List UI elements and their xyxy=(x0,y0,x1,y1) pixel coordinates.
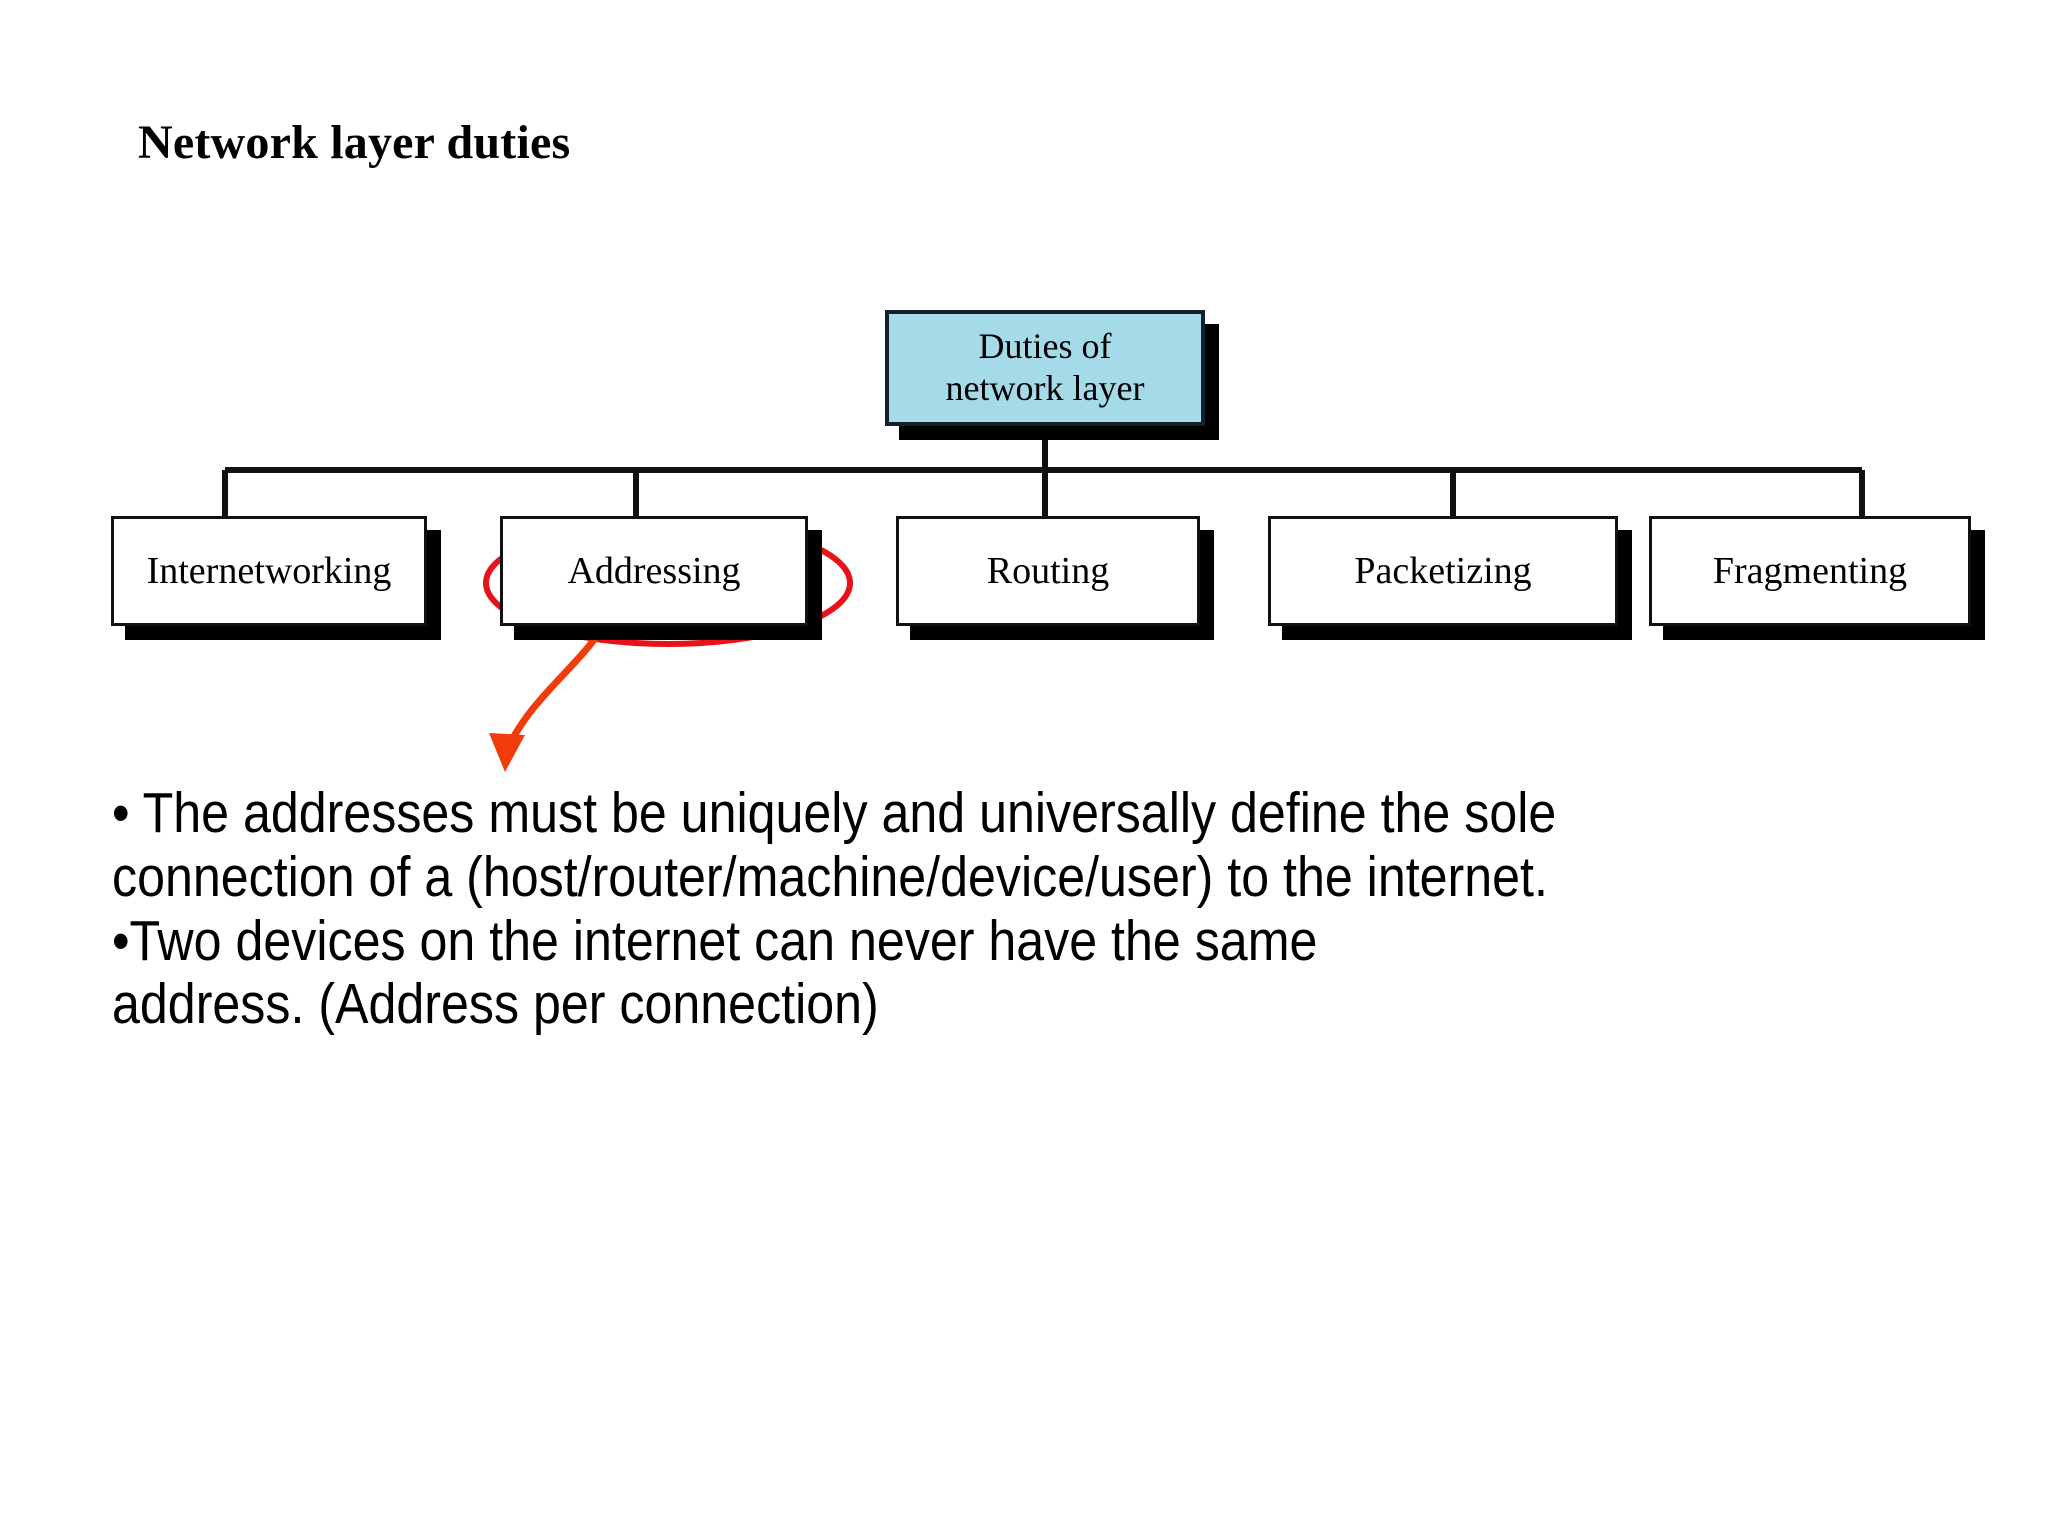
node-label: Addressing xyxy=(567,549,741,592)
bullet-paragraph-2: •Two devices on the internet can never h… xyxy=(112,908,1770,1038)
bullet-paragraph-1: • The addresses must be uniquely and uni… xyxy=(112,781,1557,909)
body-text-block: • The addresses must be uniquely and uni… xyxy=(112,781,1770,1038)
bullet-paragraph-2-line-2: address. (Address per connection) xyxy=(112,972,879,1037)
node-label: Packetizing xyxy=(1354,549,1532,592)
annotation-arrow-head xyxy=(489,733,525,772)
node-internetworking[interactable]: Internetworking xyxy=(111,516,427,626)
node-routing[interactable]: Routing xyxy=(896,516,1200,626)
node-addressing[interactable]: Addressing xyxy=(500,516,808,626)
node-packetizing[interactable]: Packetizing xyxy=(1268,516,1618,626)
node-label: Internetworking xyxy=(146,549,392,592)
bullet-paragraph-2-line-1: •Two devices on the internet can never h… xyxy=(112,908,1318,973)
node-label: Duties of network layer xyxy=(945,326,1145,408)
annotation-arrow-line xyxy=(504,626,605,752)
node-fragmenting[interactable]: Fragmenting xyxy=(1649,516,1971,626)
node-duties-of-network-layer[interactable]: Duties of network layer xyxy=(885,310,1205,426)
page-title: Network layer duties xyxy=(138,116,571,169)
diagram-connectors xyxy=(222,426,1865,772)
node-label: Fragmenting xyxy=(1712,549,1908,592)
node-label: Routing xyxy=(986,549,1110,592)
network-layer-duties-diagram: Duties of network layer Internetworking … xyxy=(111,310,1985,772)
